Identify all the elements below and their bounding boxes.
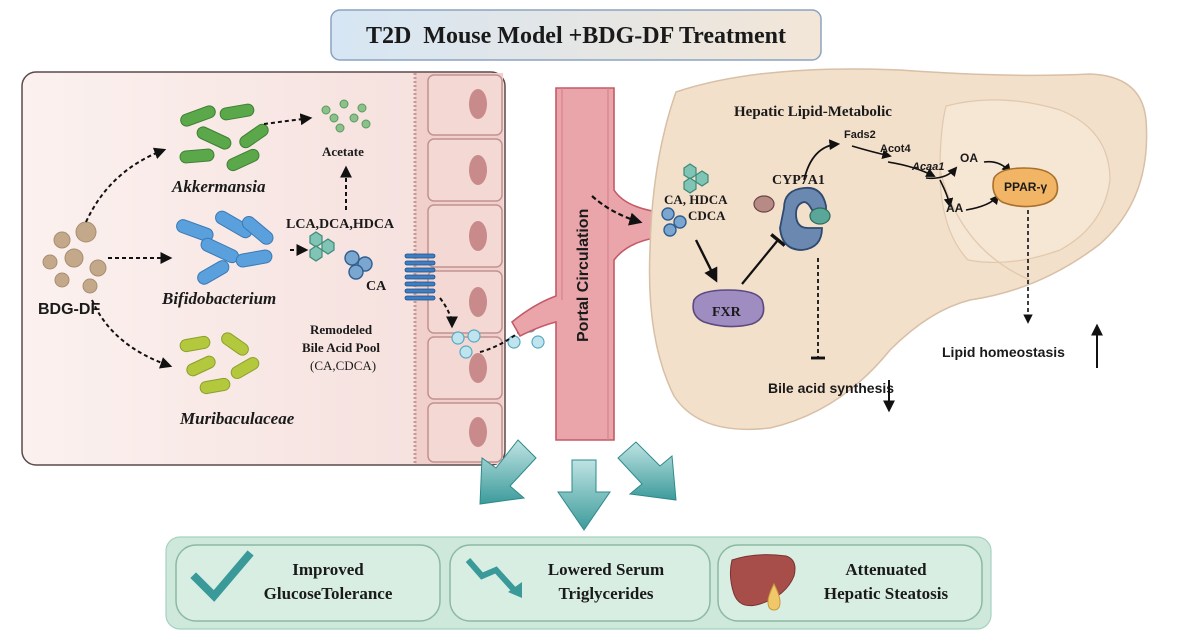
transport-arrow [439, 297, 458, 329]
outcomes-bar: Improved GlucoseTolerance Lowered Serum … [165, 536, 992, 630]
portal-vessel: Portal Circulation [510, 87, 681, 441]
oa-label: OA [960, 151, 978, 165]
outcome-steatosis: Attenuated Hepatic Steatosis [717, 544, 983, 622]
muribaculaceae-bacteria [179, 332, 260, 395]
bile-acid-pool-line2: Bile Acid Pool [302, 340, 380, 355]
ca-hdca-label: CA, HDCA [664, 192, 728, 207]
outcome-triglycerides-line2: Triglycerides [558, 584, 653, 603]
acetate-molecules [321, 99, 371, 133]
secondary-bile-acids-label: LCA,DCA,HDCA [286, 217, 395, 232]
liver-header: Hepatic Lipid-Metabolic [734, 104, 892, 120]
bile-acid-synthesis-label: Bile acid synthesis [768, 380, 894, 396]
ppar-gamma-receptor: PPAR-γ [992, 167, 1059, 208]
cyp7a1-to-fads2-arrow [803, 139, 841, 181]
bdg-df-particles [42, 221, 107, 294]
acaa1-to-oa-arrow [925, 166, 958, 180]
trend-down-icon [465, 558, 519, 595]
acot4-to-acaa1-arrow [887, 161, 936, 177]
ca-label: CA [366, 279, 387, 294]
outcome-triglycerides: Lowered Serum Triglycerides [449, 544, 711, 622]
page-title: T2D Mouse Model +BDG-DF Treatment [366, 23, 786, 49]
intestinal-epithelium [413, 73, 503, 464]
checkmark-icon [190, 550, 254, 602]
fxr-receptor: FXR [692, 289, 765, 328]
fxr-inhibits-cyp7a1 [741, 233, 786, 285]
bifidobacterium-label: Bifidobacterium [161, 289, 276, 308]
bdg-df-arrows [85, 113, 313, 369]
bile-acid-pool-line3: (CA,CDCA) [310, 358, 376, 373]
akkermansia-label: Akkermansia [171, 177, 266, 196]
outcome-steatosis-line1: Attenuated [845, 560, 927, 579]
cyp7a1-label: CYP7A1 [772, 173, 825, 188]
ca-molecules [344, 250, 373, 280]
liver-hexagons [683, 163, 709, 194]
outcome-triglycerides-line1: Lowered Serum [548, 560, 664, 579]
gene-acaa1: Acaa1 [911, 161, 944, 173]
fxr-label: FXR [712, 305, 742, 320]
muribaculaceae-label: Muribaculaceae [179, 409, 295, 428]
aa-label: AA [946, 201, 964, 215]
bdg-df-label: BDG-DF [38, 301, 100, 318]
gut-panel-bg [21, 71, 506, 466]
gene-fads2: Fads2 [844, 129, 876, 141]
gene-acot4: Acot4 [880, 143, 911, 155]
fat-droplet-icon [767, 582, 781, 611]
liver-panel: Hepatic Lipid-Metabolic CA, HDCA CDCA FX… [591, 68, 1148, 431]
bile-to-fxr-arrow [694, 239, 718, 283]
portal-to-liver-arrow [591, 195, 643, 226]
liver-icon [729, 554, 796, 607]
outcome-glucose-line1: Improved [292, 560, 364, 579]
lipid-homeostasis-label: Lipid homeostasis [942, 344, 1065, 360]
outcome-steatosis-line2: Hepatic Steatosis [824, 584, 949, 603]
title-box [330, 9, 822, 61]
bifidobacterium-bacteria [176, 210, 274, 285]
outcome-glucose-line2: GlucoseTolerance [264, 584, 393, 603]
bile-acid-transporter-icon [404, 253, 436, 301]
akkermansia-bacteria [179, 103, 269, 172]
fads2-to-acot4-arrow [851, 145, 892, 160]
liver-cdca-molecules [661, 207, 687, 237]
outcome-glucose: Improved GlucoseTolerance [175, 544, 441, 622]
acetate-label: Acetate [322, 144, 364, 159]
cdca-label: CDCA [688, 208, 726, 223]
cyp7a1-enzyme: CYP7A1 [753, 173, 831, 251]
title-banner: T2D Mouse Model +BDG-DF Treatment [330, 9, 822, 61]
outcome-arrows [479, 439, 677, 531]
bile-acid-pool-molecules [451, 319, 545, 359]
secondary-bile-acid-hexagons [309, 231, 335, 262]
acaa1-to-aa-arrow [939, 179, 954, 208]
ppar-label: PPAR-γ [1004, 180, 1047, 194]
portal-circulation-label: Portal Circulation [575, 209, 592, 342]
bile-acid-pool-line1: Remodeled [310, 322, 373, 337]
gut-panel: BDG-DF Akkermansia Bifidobacterium [21, 71, 545, 466]
